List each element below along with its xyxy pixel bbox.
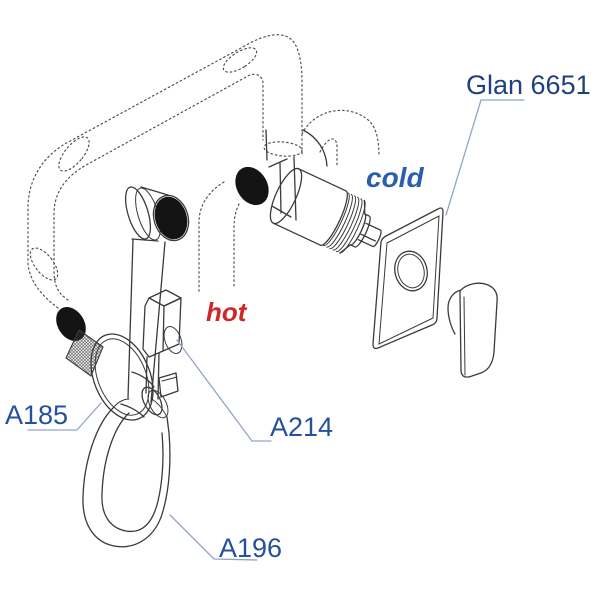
sprayer-handle — [127, 239, 166, 403]
mixer-body — [56, 307, 169, 421]
hose-joint-ring — [29, 247, 59, 281]
cold-annotation: cold — [366, 162, 424, 193]
hose-joint-ring — [58, 136, 90, 172]
hose-loop — [82, 398, 171, 548]
hose-joint-ring — [222, 47, 258, 73]
product-label: Glan 6651 — [466, 70, 591, 100]
cartridge — [269, 167, 382, 254]
part-label-a185: A185 — [5, 400, 69, 430]
hose-joint-ring — [263, 141, 303, 157]
cartridge-stem — [357, 222, 382, 248]
hot-annotation: hot — [206, 297, 247, 327]
corrugated-hose-phantom — [27, 34, 303, 309]
holder-bracket — [142, 289, 183, 400]
hose-nut-black — [235, 166, 269, 206]
hot-hose-phantom — [198, 181, 240, 293]
spray-head — [124, 186, 190, 242]
flange-disc — [90, 333, 154, 421]
spray-face-black — [154, 196, 188, 240]
spout-cap — [141, 386, 163, 416]
wall-plate — [372, 207, 444, 350]
leader-a185 — [27, 402, 102, 431]
handle-lever — [447, 282, 498, 378]
leader-a214 — [176, 339, 272, 442]
leader-a196 — [169, 514, 258, 561]
part-label-a214: A214 — [270, 412, 334, 442]
leader-glan6651 — [445, 99, 525, 216]
part-label-a196: A196 — [219, 533, 283, 563]
cold-hose-phantom — [301, 109, 380, 167]
leader-lines — [27, 99, 525, 561]
plate-hole — [394, 250, 428, 292]
knurled-connector — [65, 329, 104, 377]
valve-tee-body — [235, 129, 328, 221]
